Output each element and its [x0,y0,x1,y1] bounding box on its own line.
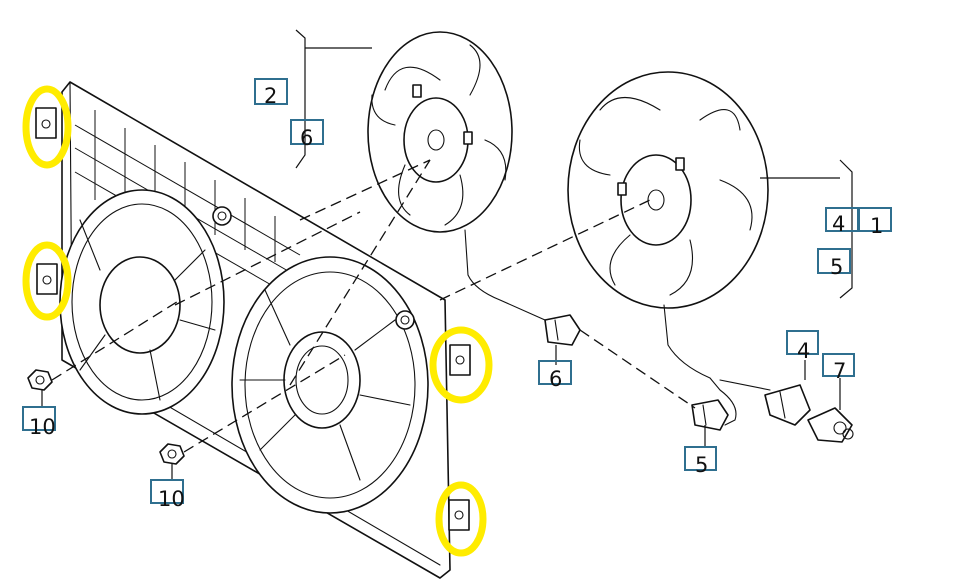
callout-number-5a: 5 [830,255,844,279]
fan-small [367,31,546,321]
highlight-tab-right-lower [435,481,487,557]
connector-6 [544,314,581,346]
connector-5 [691,399,729,431]
assembly-lines [51,159,696,453]
callout-box-7 [822,353,855,377]
callout-box-10a [22,406,56,431]
callout-number-4b: 4 [797,339,811,363]
connector-4 [764,384,811,426]
shroud-left-opening [59,189,225,415]
callout-box-6a [290,119,324,145]
callout-number-6b: 6 [549,367,563,391]
callout-box-1 [858,207,892,232]
fan-large [567,71,771,426]
highlight-tab-right-upper [429,326,493,404]
callout-number-10b: 10 [158,487,185,511]
callout-box-10b [150,479,184,504]
callout-number-7: 7 [833,359,847,383]
nut-left [27,369,53,391]
callout-number-4a: 4 [832,212,846,236]
callout-number-10a: 10 [29,415,56,439]
callout-box-2 [254,78,288,105]
shroud-right-opening [231,256,429,514]
callout-number-1: 1 [870,214,884,238]
callout-box-5b [684,446,717,471]
callout-number-2: 2 [264,84,278,108]
highlight-ovals [22,85,493,557]
mounting-tabs [35,107,471,531]
callout-box-4b [786,330,819,355]
callout-number-5b: 5 [695,453,709,477]
highlight-tab-mid-left [22,241,72,321]
nut-middle [159,443,185,465]
callout-number-6a: 6 [300,126,314,150]
callout-box-5a [817,248,851,274]
connector-7 [807,407,854,443]
fan-shroud [35,81,471,579]
callout-box-6b [538,360,572,385]
highlight-tab-top-left [22,85,72,169]
